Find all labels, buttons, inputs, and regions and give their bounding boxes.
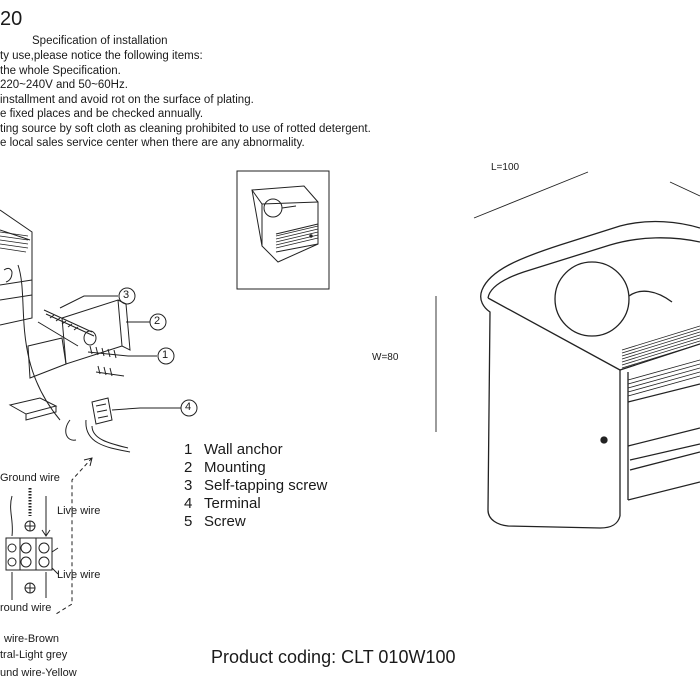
dimension-lines (435, 171, 700, 432)
screws (37, 309, 129, 377)
callout-number: 3 (123, 289, 130, 301)
document-title: 20 (0, 8, 23, 30)
note-line: e fixed places and be checked annually. (0, 108, 204, 120)
legend-number: 4 (184, 495, 193, 512)
legend-number: 2 (184, 459, 193, 476)
legend-number: 1 (184, 441, 193, 458)
legend-label: Self-tapping screw (204, 477, 328, 494)
callout-circles (118, 287, 198, 417)
thumbnail-product-view (236, 170, 330, 290)
callout-number: 1 (162, 349, 169, 361)
dimension-width-label: W=80 (372, 352, 399, 363)
live-wire-label-bottom: Live wire (57, 569, 101, 581)
product-coding: Product coding: CLT 010W100 (211, 647, 456, 667)
legend-label: Terminal (204, 495, 261, 512)
legend-number: 5 (184, 513, 193, 530)
live-wire-label-top: Live wire (57, 505, 101, 517)
legend-row: 1 Wall anchor (184, 441, 327, 459)
ground-wire-label-bottom: round wire (0, 602, 52, 614)
legend-label: Screw (204, 513, 246, 530)
note-line: e local sales service center when there … (0, 137, 305, 149)
callout-leaders (59, 295, 181, 411)
product-main-view (480, 220, 700, 529)
wiring-diagram (5, 457, 93, 615)
callout-number: 2 (154, 315, 161, 327)
note-line: installment and avoid rot on the surface… (0, 94, 254, 106)
legend-row: 2 Mounting (184, 459, 327, 477)
dimension-length-label: L=100 (491, 162, 520, 173)
legend-row: 3 Self-tapping screw (184, 477, 327, 495)
wire-color-entry: tral-Light grey (0, 649, 68, 661)
parts-legend: 1 Wall anchor 2 Mounting 3 Self-tapping scr… (184, 441, 327, 531)
exploded-lamp (0, 209, 61, 421)
heatsink-fins (621, 325, 700, 397)
wire-color-entry: wire-Brown (4, 633, 60, 645)
legend-label: Mounting (204, 459, 266, 476)
spec-heading: Specification of installation (32, 35, 168, 47)
legend-label: Wall anchor (204, 441, 283, 458)
legend-number: 3 (184, 477, 193, 494)
callout-number: 4 (185, 401, 192, 413)
ground-wire-label-top: Ground wire (0, 472, 60, 484)
note-line: ty use,please notice the following items… (0, 50, 203, 62)
terminal-assembly (8, 397, 131, 453)
legend-row: 4 Terminal (184, 495, 327, 513)
note-line: the whole Specification. (0, 65, 121, 77)
note-line: ting source by soft cloth as cleaning pr… (0, 123, 371, 135)
mounting-bracket (27, 299, 131, 379)
wire-color-entry: und wire-Yellow (0, 667, 77, 679)
note-line: 220~240V and 50~60Hz. (0, 79, 128, 91)
legend-row: 5 Screw (184, 513, 327, 531)
